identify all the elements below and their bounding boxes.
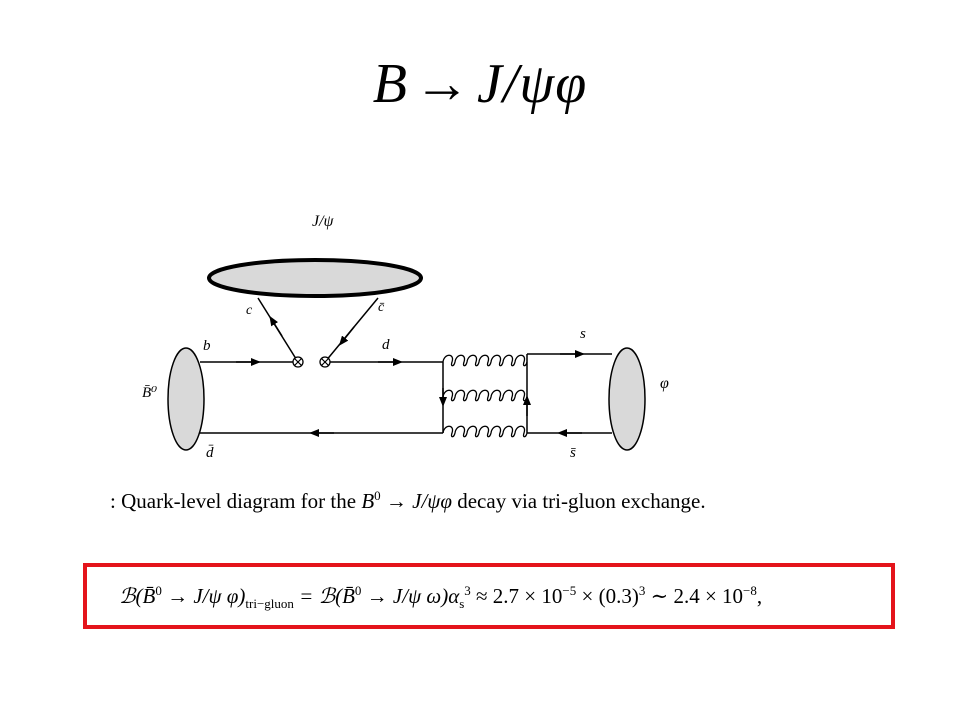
- figure-caption: : Quark-level diagram for the B0 → J/ψφ …: [110, 489, 706, 514]
- formula-lhs-sup: 0: [155, 583, 162, 598]
- title-arrow: →: [414, 53, 472, 115]
- caption-process-rest: → J/ψφ: [380, 489, 452, 513]
- label-sbar: s̄: [570, 445, 576, 461]
- gluon-line-2: [442, 389, 528, 402]
- label-jpsi: J/ψ: [312, 213, 335, 230]
- c-quark-arrow: [269, 315, 283, 337]
- weak-vertex-right: [319, 356, 331, 368]
- highlighted-formula-box: ℬ(B̄0 → J/ψ φ)tri−gluon = ℬ(B̄0 → J/ψ ω)…: [83, 563, 895, 629]
- jpsi-blob: [207, 258, 423, 298]
- formula-comma: ,: [756, 584, 763, 608]
- gluon-lines: [442, 354, 528, 438]
- label-dbar: d̄: [206, 445, 214, 461]
- label-cbar: c̄: [378, 300, 385, 315]
- label-d: d: [382, 337, 390, 353]
- formula-rhs-mid: → J/ψ ω)α: [361, 584, 460, 608]
- caption-prefix: : Quark-level diagram for the: [110, 489, 357, 513]
- formula-cube: 3: [638, 583, 646, 598]
- formula-lhs-sub: tri−gluon: [245, 596, 294, 612]
- caption-suffix: decay via tri-gluon exchange.: [451, 489, 706, 513]
- label-c: c: [246, 303, 253, 318]
- slide-title: B→J/ψφ: [0, 52, 960, 116]
- label-b: b: [203, 338, 211, 354]
- formula-rhs-sup: 0: [354, 583, 362, 598]
- title-lhs: B: [372, 53, 409, 115]
- formula-eq: = ℬ(B̄: [293, 584, 355, 608]
- gluon-line-3: [442, 425, 528, 438]
- formula-lhs-mid: → J/ψ φ): [161, 584, 246, 608]
- branching-ratio-formula: ℬ(B̄0 → J/ψ φ)tri−gluon = ℬ(B̄0 → J/ψ ω)…: [119, 583, 763, 612]
- formula-sim: ∼ 2.4 × 10: [645, 584, 744, 608]
- formula-exp2: −8: [743, 583, 757, 598]
- weak-vertex-left: [292, 356, 304, 368]
- formula-times: × (0.3): [576, 584, 639, 608]
- formula-approx: ≈ 2.7 × 10: [470, 584, 563, 608]
- caption-process-sup: 0: [374, 488, 381, 503]
- title-rhs: J/ψφ: [477, 53, 588, 115]
- formula-lhs-br: ℬ(B̄: [119, 584, 156, 608]
- caption-process-b: B: [361, 489, 375, 513]
- label-b0bar: B̄⁰: [142, 385, 157, 401]
- phi-blob: [608, 347, 646, 451]
- cbar-quark-arrow: [338, 326, 355, 346]
- gluon-line-1: [442, 354, 528, 367]
- label-phi: φ: [660, 375, 669, 392]
- b0bar-blob: [167, 347, 205, 451]
- formula-exp1: −5: [562, 583, 577, 598]
- label-s: s: [580, 326, 586, 342]
- formula-alpha-sub: s: [459, 596, 465, 612]
- formula-alpha-sup: 3: [464, 583, 471, 598]
